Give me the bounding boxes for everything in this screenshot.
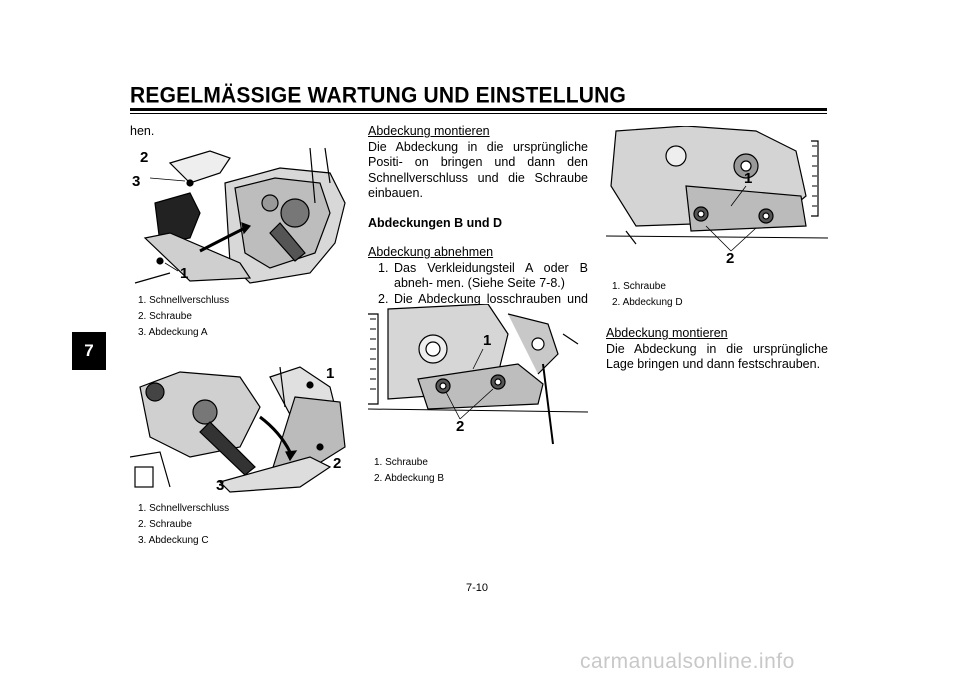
caption-item: 2. Abdeckung B bbox=[374, 473, 445, 484]
mount-instructions: Die Abdeckung in die ursprüngliche Posit… bbox=[368, 139, 588, 201]
caption-item: 1. Schraube bbox=[612, 281, 666, 292]
caption-item: 3. Abdeckung C bbox=[138, 535, 209, 546]
callout-1: 1 bbox=[483, 332, 492, 349]
col3-text: Abdeckung montieren Die Abdeckung in die… bbox=[606, 326, 828, 373]
col2-text: Abdeckung montieren Die Abdeckung in die… bbox=[368, 124, 588, 323]
caption-item: 1. Schraube bbox=[374, 457, 428, 468]
intro-text: hen. bbox=[130, 124, 155, 138]
callout-1: 1 bbox=[326, 365, 335, 382]
callout-3: 3 bbox=[132, 173, 141, 190]
title-rule bbox=[130, 108, 827, 111]
subheading-mount: Abdeckung montieren bbox=[606, 326, 728, 340]
subheading-mount: Abdeckung montieren bbox=[368, 124, 490, 138]
title-rule-thin bbox=[130, 113, 827, 114]
watermark: carmanualsonline.info bbox=[580, 650, 795, 673]
figure-abdeckung-c: 1 2 3 bbox=[130, 357, 348, 497]
caption-item: 2. Abdeckung D bbox=[612, 297, 683, 308]
caption-item: 2. Schraube bbox=[138, 311, 192, 322]
caption-list-1: 1. Schnellverschluss 2. Schraube 3. Abde… bbox=[138, 293, 229, 341]
section-heading: Abdeckungen B und D bbox=[368, 215, 503, 230]
subheading-remove: Abdeckung abnehmen bbox=[368, 245, 494, 259]
caption-item: 3. Abdeckung A bbox=[138, 327, 208, 338]
page-title: REGELMÄSSIGE WARTUNG UND EINSTELLUNG bbox=[130, 83, 627, 108]
callout-1: 1 bbox=[180, 265, 189, 282]
callout-1: 1 bbox=[744, 170, 753, 187]
illustration-abdeckung-a bbox=[130, 143, 348, 291]
caption-item: 1. Schnellverschluss bbox=[138, 295, 230, 306]
chapter-tab: 7 bbox=[72, 332, 106, 370]
illustration-abdeckung-c bbox=[130, 357, 348, 497]
step-item: 1. Das Verkleidungsteil A oder B abneh- … bbox=[378, 260, 588, 291]
caption-list-3: 1. Schraube 2. Abdeckung B bbox=[374, 455, 444, 487]
illustration-abdeckung-b bbox=[368, 304, 588, 446]
figure-abdeckung-d: 1 2 bbox=[606, 126, 828, 271]
callout-3: 3 bbox=[216, 477, 225, 494]
caption-list-2: 1. Schnellverschluss 2. Schraube 3. Abde… bbox=[138, 501, 229, 549]
illustration-abdeckung-d bbox=[606, 126, 828, 271]
caption-item: 1. Schnellverschluss bbox=[138, 503, 230, 514]
figure-abdeckung-b: 1 2 bbox=[368, 304, 588, 446]
callout-2: 2 bbox=[140, 149, 149, 166]
caption-list-4: 1. Schraube 2. Abdeckung D bbox=[612, 279, 683, 311]
callout-2: 2 bbox=[726, 250, 735, 267]
mount-instructions: Die Abdeckung in die ursprüngliche Lage … bbox=[606, 341, 828, 372]
caption-item: 2. Schraube bbox=[138, 519, 192, 530]
callout-2: 2 bbox=[333, 455, 342, 472]
figure-abdeckung-a: 2 3 1 bbox=[130, 143, 348, 291]
page-number: 7-10 bbox=[466, 582, 489, 594]
callout-2: 2 bbox=[456, 418, 465, 435]
